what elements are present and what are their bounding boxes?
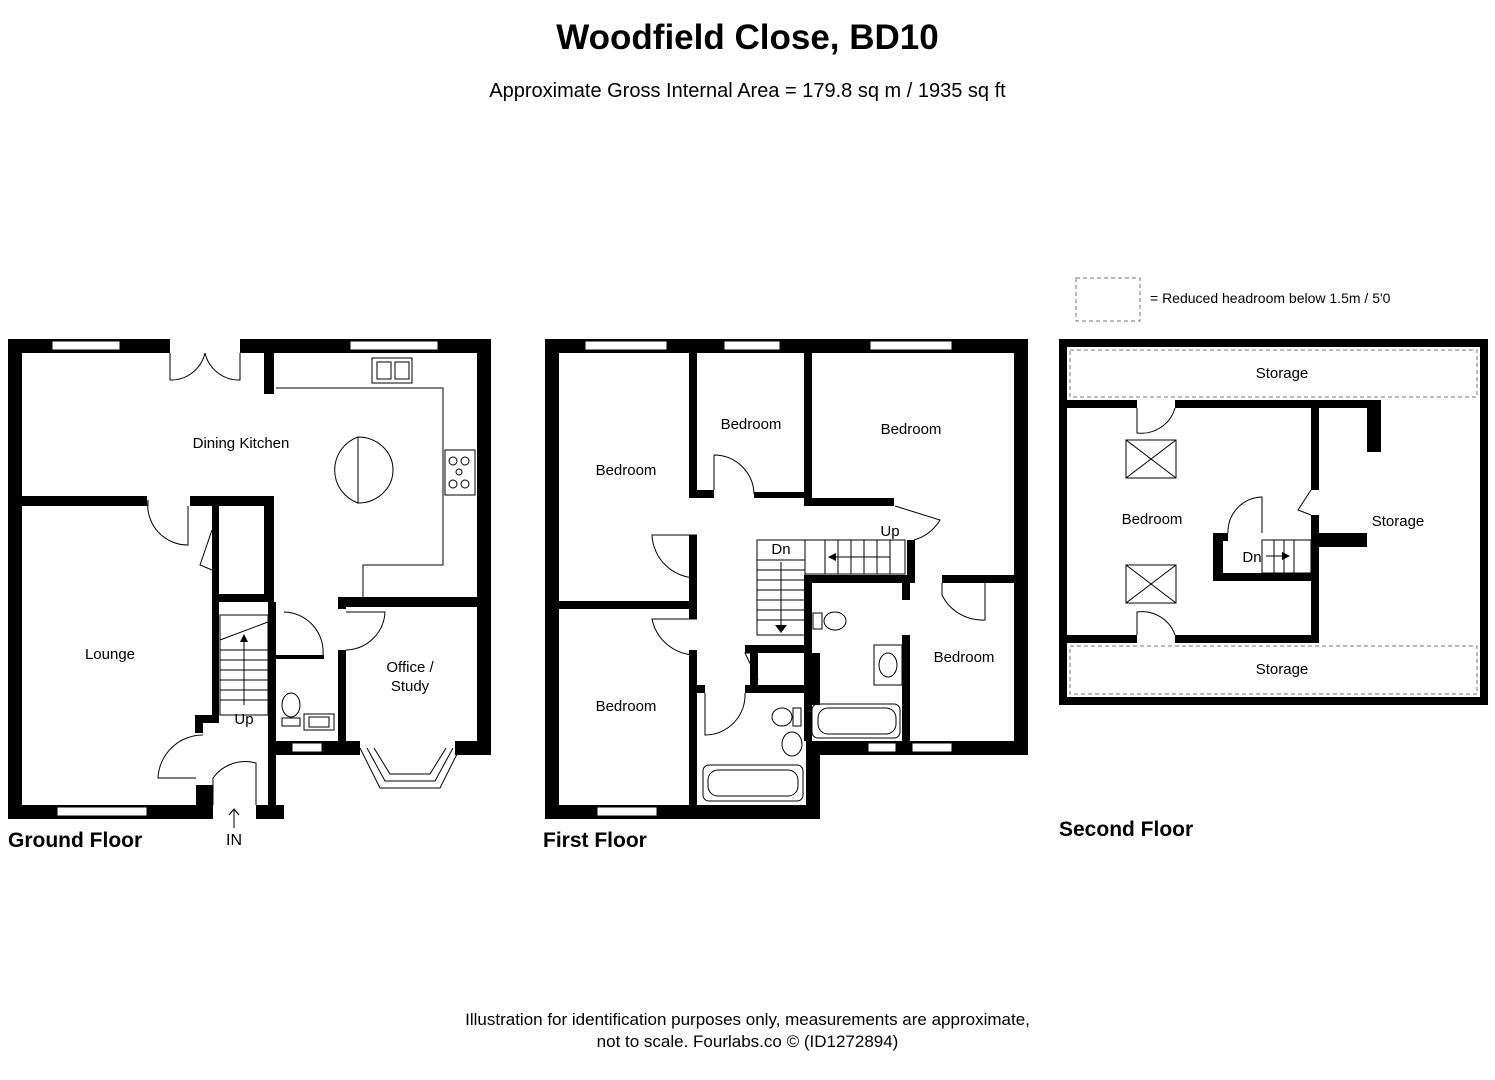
second-floor-plan — [1059, 277, 1488, 705]
room-label-study: Study — [391, 678, 430, 695]
disclaimer: Illustration for identification purposes… — [0, 1009, 1495, 1053]
ground-floor-label: Ground Floor — [8, 829, 142, 852]
plan-title: Woodfield Close, BD10 — [556, 18, 939, 57]
room-label-storage-right: Storage — [1372, 513, 1425, 530]
room-label-storage-top: Storage — [1256, 365, 1309, 382]
disclaimer-line-2: not to scale. Fourlabs.co © (ID1272894) — [596, 1032, 899, 1051]
stairs-up-label-first: Up — [880, 523, 899, 540]
room-label-bedroom-2: Bedroom — [721, 416, 782, 433]
room-label-storage-bottom: Storage — [1256, 661, 1309, 678]
room-label-lounge: Lounge — [85, 646, 135, 663]
room-label-bedroom-3: Bedroom — [881, 421, 942, 438]
room-label-bedroom-1: Bedroom — [596, 462, 657, 479]
first-floor-plan — [545, 339, 1028, 819]
room-label-dining-kitchen: Dining Kitchen — [193, 435, 290, 452]
entrance-label: IN — [226, 832, 242, 849]
room-label-bedroom-4: Bedroom — [596, 698, 657, 715]
legend-text: = Reduced headroom below 1.5m / 5'0 — [1150, 290, 1391, 306]
first-floor-label: First Floor — [543, 829, 647, 852]
stairs-down-label-second: Dn — [1242, 549, 1261, 566]
reduced-headroom-legend-box — [1075, 277, 1141, 322]
stairs-up-label: Up — [234, 711, 253, 728]
gross-area: Approximate Gross Internal Area = 179.8 … — [489, 80, 1006, 102]
second-floor-label: Second Floor — [1059, 818, 1193, 841]
room-label-office: Office / — [386, 659, 434, 676]
stairs-down-label: Dn — [771, 541, 790, 558]
room-label-bedroom-loft: Bedroom — [1122, 511, 1183, 528]
room-label-bedroom-5: Bedroom — [934, 649, 995, 666]
ground-floor-plan — [8, 339, 491, 828]
disclaimer-line-1: Illustration for identification purposes… — [465, 1010, 1030, 1029]
